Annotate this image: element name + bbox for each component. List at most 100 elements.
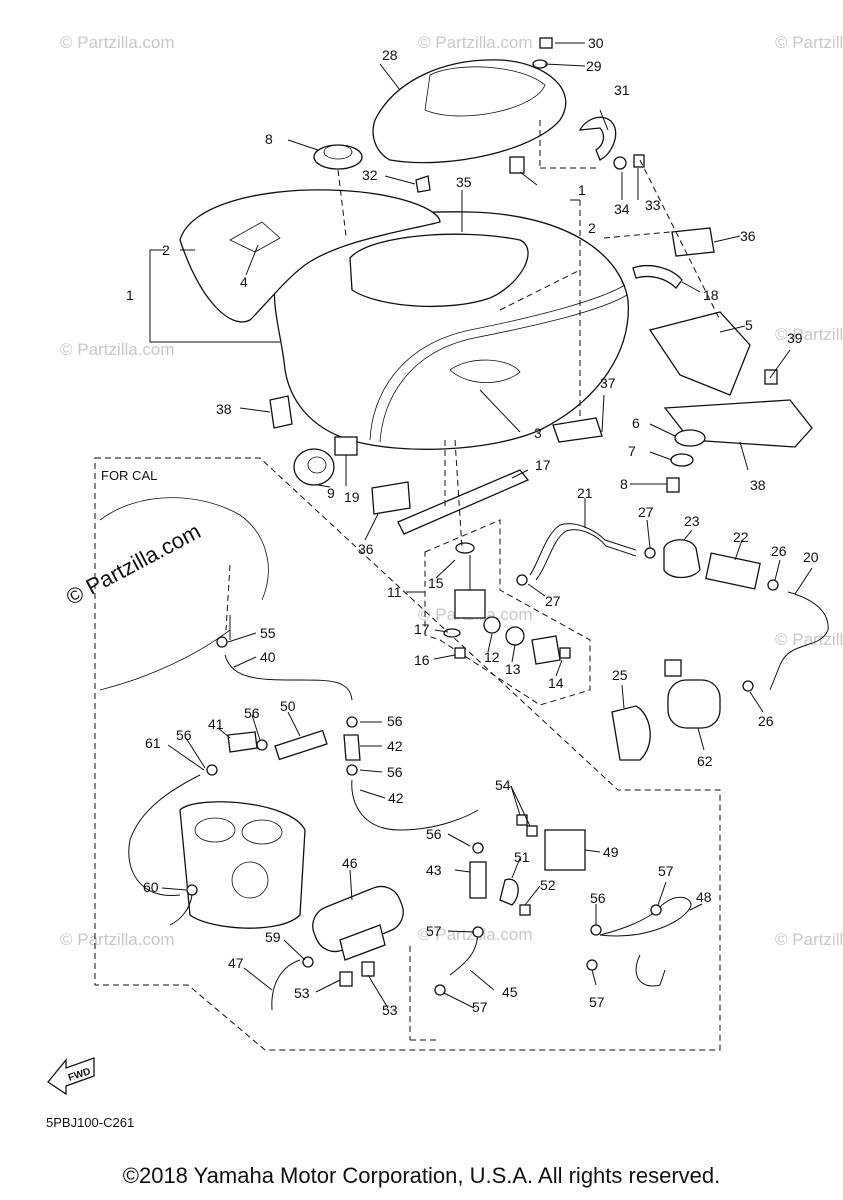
callout-5: 5	[745, 317, 753, 333]
callout-27: 27	[638, 504, 654, 520]
callout-3: 3	[534, 425, 542, 441]
callout-61: 62	[697, 753, 713, 769]
callout-31: 31	[614, 82, 630, 98]
callout-32: 32	[362, 167, 378, 183]
hose-clip	[206, 764, 218, 776]
tank-cover-opening	[424, 66, 546, 117]
fwd-arrow-icon	[47, 1057, 95, 1096]
callout-15: 15	[428, 575, 444, 591]
evap-hose	[271, 959, 301, 1011]
watermark: © Partzilla.com	[60, 33, 175, 52]
copyright-notice: ©2018 Yamaha Motor Corporation, U.S.A. A…	[122, 1163, 721, 1188]
bolt	[633, 154, 645, 168]
hose-clip	[346, 764, 358, 776]
callout-57: 57	[589, 994, 605, 1010]
callout-28: 28	[382, 47, 398, 63]
evap-joint	[343, 734, 361, 761]
hose-clamp	[516, 574, 528, 586]
fuel-hose	[535, 529, 637, 581]
hose-clamp	[644, 547, 656, 559]
callout-2: 2	[588, 220, 596, 236]
callout-49: 49	[603, 844, 619, 860]
pump-bracket	[611, 705, 651, 761]
fuel-cap-top	[323, 144, 353, 160]
callout-55: 55	[260, 625, 276, 641]
watermark: © Partzilla.com	[775, 630, 843, 649]
callout-19: 18	[703, 287, 719, 303]
evap-hose	[128, 774, 201, 897]
callout-37: 37	[600, 375, 616, 391]
tank-pad	[671, 227, 715, 257]
callout-33: 33	[645, 197, 661, 213]
fuel-cock	[454, 589, 486, 619]
collar	[509, 156, 525, 174]
cal-region-outline	[94, 457, 721, 1051]
fuel-tank-stripe	[369, 284, 626, 441]
hose-clip	[186, 884, 198, 896]
callout-44: 43	[426, 862, 442, 878]
callout-52: 52	[540, 877, 556, 893]
canister-bracket	[339, 924, 386, 961]
carburetor-bowl	[241, 819, 283, 845]
callout-40: 39	[787, 330, 803, 346]
watermark: © Partzilla.com	[775, 930, 843, 949]
callout-16: 16	[414, 652, 430, 668]
evap-hose	[351, 779, 479, 831]
callout-10: 8	[265, 131, 273, 147]
callout-26: 26	[758, 713, 774, 729]
evap-hose	[224, 654, 353, 701]
callout-57: 57	[472, 999, 488, 1015]
callout-60: 61	[145, 735, 161, 751]
fuel-cock-gasket	[455, 542, 475, 554]
evap-hose	[274, 729, 328, 761]
tank-cover	[372, 59, 567, 164]
hose-clip	[472, 926, 484, 938]
plate	[531, 635, 561, 665]
callout-56: 56	[590, 890, 606, 906]
o-ring	[483, 616, 501, 634]
callout-53: 53	[294, 985, 310, 1001]
callout-46: 46	[342, 855, 358, 871]
callout-4: 4	[240, 274, 248, 290]
knee-pad	[269, 395, 293, 429]
carburetor-bowl	[194, 817, 236, 843]
washer	[532, 59, 548, 69]
watermark: © Partzilla.com	[775, 33, 843, 52]
callout-56: 56	[176, 727, 192, 743]
callout-42: 42	[387, 738, 403, 754]
callout-39: 38	[750, 477, 766, 493]
callout-27: 27	[545, 593, 561, 609]
screw	[559, 647, 571, 659]
tank-pad	[552, 417, 603, 443]
callout-41: 40	[260, 649, 276, 665]
callout-14: 14	[548, 675, 564, 691]
o-ring	[505, 626, 525, 646]
tank-pad	[371, 481, 411, 515]
fuel-tank-stripe	[379, 294, 628, 443]
fuel-cap	[313, 144, 363, 170]
filler-recess	[349, 233, 529, 308]
evap-joint	[227, 731, 258, 753]
callout-36: 36	[358, 541, 374, 557]
hose-clip	[256, 739, 268, 751]
callout-56: 56	[387, 764, 403, 780]
hose-clamp	[767, 579, 779, 591]
carburetor	[179, 801, 306, 929]
diagram-code: 5PBJ100-C261	[46, 1115, 135, 1130]
callout-6: 6	[632, 415, 640, 431]
damper-grommet-hole	[307, 456, 327, 474]
damper-pad	[334, 436, 358, 456]
vacuum-solenoid	[544, 829, 586, 871]
callout-2: 2	[162, 242, 170, 258]
callout-1: 1	[578, 182, 586, 198]
callout-9: 9	[327, 485, 335, 501]
evap-hose	[635, 954, 666, 987]
callout-18: 17	[535, 457, 551, 473]
screw	[519, 904, 531, 916]
hose-clip	[346, 716, 358, 728]
callout-47: 47	[228, 955, 244, 971]
watermark: © Partzilla.com	[60, 930, 175, 949]
watermark: © Partzilla.com	[775, 325, 843, 344]
bolt	[666, 477, 680, 493]
callout-13: 13	[505, 661, 521, 677]
